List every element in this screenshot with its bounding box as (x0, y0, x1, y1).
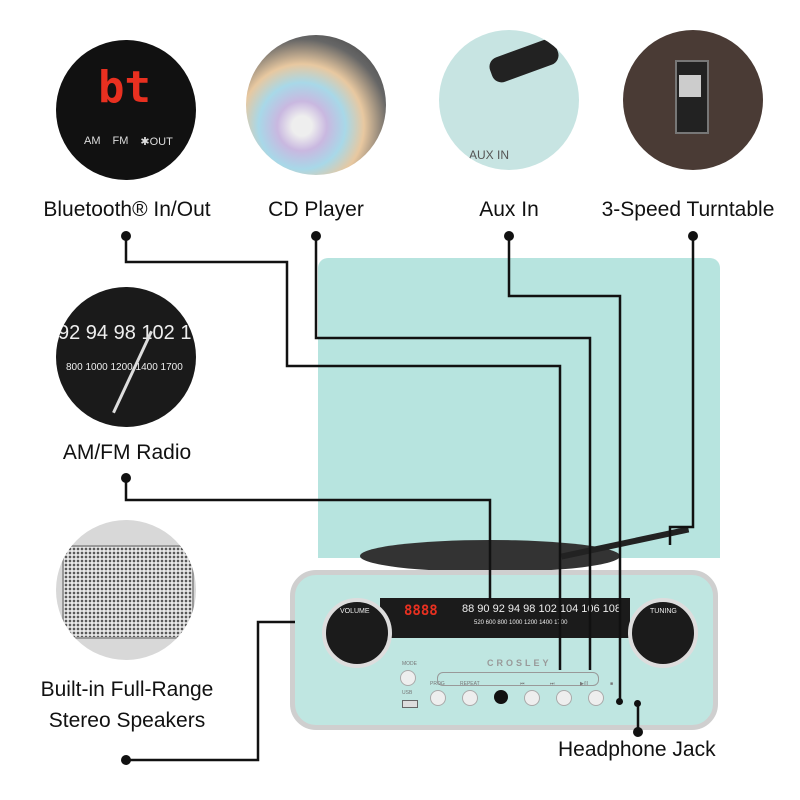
bluetooth-dot (121, 231, 131, 241)
fm-dial: 88 90 92 94 98 102 104 106 108 (462, 603, 622, 615)
bt-out-indicator: ✱OUT (140, 136, 173, 148)
speaker-grille-closeup (56, 520, 196, 660)
aux-jack[interactable] (616, 698, 623, 705)
headphone-jack[interactable] (634, 700, 641, 707)
speakers-label-1: Built-in Full-Range (40, 678, 214, 701)
device-display: 8888 (404, 603, 438, 619)
speed-switch-closeup (623, 30, 763, 170)
volume-label: VOLUME (340, 608, 370, 615)
am-indicator: AM (84, 135, 101, 147)
am-scale: 800 1000 1200 1400 1700 (66, 362, 183, 373)
stop-button[interactable] (588, 690, 604, 706)
aux-dot (504, 231, 514, 241)
speakers-dot (121, 755, 131, 765)
play-pause-button[interactable] (556, 690, 572, 706)
prog-label: PROG (430, 681, 445, 687)
bluetooth-button[interactable] (494, 690, 508, 704)
dial-panel (380, 598, 630, 638)
repeat-label: REPEAT (460, 681, 480, 687)
bt-display: bt (98, 62, 151, 113)
radio-dot (121, 473, 131, 483)
tuning-label: TUNING (650, 608, 677, 615)
bluetooth-leader (124, 236, 562, 670)
cd-label: CD Player (268, 198, 364, 221)
turntable-lid (318, 258, 720, 558)
headphone-dot (633, 727, 643, 737)
speakers-label-2: Stereo Speakers (48, 709, 206, 732)
cd-slot[interactable] (437, 672, 599, 686)
speakers-leader (126, 620, 295, 762)
aux-label: Aux In (479, 198, 539, 221)
repeat-button[interactable] (462, 690, 478, 706)
am-dial: 520 600 800 1000 1200 1400 1700 (474, 620, 568, 626)
volume-knob[interactable] (322, 598, 392, 668)
headphone-label: Headphone Jack (558, 738, 716, 761)
turntable-label: 3-Speed Turntable (601, 198, 775, 221)
prog-button[interactable] (430, 690, 446, 706)
cd-closeup (246, 35, 386, 175)
usb-port[interactable] (402, 700, 418, 708)
next-label: ⏭ (550, 681, 555, 687)
mode-label: MODE (402, 661, 417, 667)
fm-indicator: FM (112, 135, 129, 147)
mode-button[interactable] (400, 670, 416, 686)
stop-label: ■ (610, 681, 614, 687)
radio-closeup: 92 94 98 102 104 800 1000 1200 1400 1700 (56, 287, 196, 427)
aux-closeup: AUX IN (439, 30, 579, 170)
play-label: ▶/II (580, 681, 589, 687)
bluetooth-closeup: bt AM FM ✱OUT (56, 40, 196, 180)
turntable-dot (688, 231, 698, 241)
prev-label: ⏮ (520, 681, 525, 687)
brand-logo: CROSLEY (487, 658, 552, 668)
cd-dot (311, 231, 321, 241)
fm-scale: 92 94 98 102 104 (58, 322, 196, 344)
aux-leader (507, 236, 622, 700)
cd-leader (314, 236, 592, 670)
skip-back-button[interactable] (524, 690, 540, 706)
radio-leader (124, 478, 492, 600)
turntable-leader (668, 236, 695, 545)
aux-port-label: AUX IN (469, 148, 510, 162)
tuning-knob[interactable] (628, 598, 698, 668)
bluetooth-label: Bluetooth® In/Out (43, 198, 211, 221)
usb-label: USB (402, 690, 413, 696)
radio-label: AM/FM Radio (62, 441, 192, 464)
